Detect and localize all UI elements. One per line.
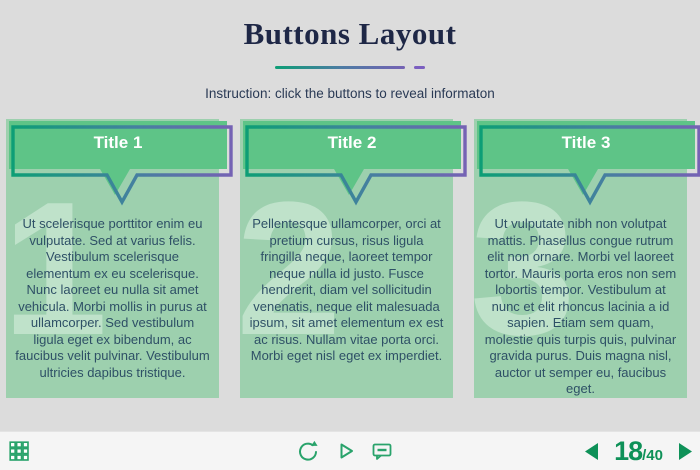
player-controls: [0, 439, 700, 463]
comment-button[interactable]: [370, 439, 394, 463]
page-title: Buttons Layout: [243, 16, 457, 51]
menu-grid-icon: [9, 441, 29, 461]
rule-dash: [414, 66, 425, 69]
play-button[interactable]: [333, 439, 357, 463]
button-label: Title 2: [327, 133, 377, 152]
comment-icon: [372, 443, 392, 460]
speech-bubble-shape: [9, 121, 233, 206]
footer-bar: 18 /40: [0, 431, 700, 470]
next-button[interactable]: [679, 442, 692, 460]
panel-number-watermark: 2: [240, 163, 342, 375]
replay-icon: [299, 440, 318, 461]
panel-body-text: Ut vulputate nibh non volutpat mattis. P…: [484, 216, 677, 396]
prev-icon: [585, 442, 599, 460]
menu-grid-button[interactable]: [8, 440, 30, 462]
page-navigation: 18 /40: [585, 432, 692, 470]
total-pages: /40: [642, 446, 663, 464]
current-page: 18: [614, 435, 643, 466]
panel-number-watermark: 1: [6, 163, 108, 375]
panel-number-watermark: 3: [474, 163, 576, 375]
title-button-2[interactable]: Title 2: [242, 120, 470, 208]
title-button-1[interactable]: Title 1: [8, 120, 236, 208]
play-icon: [340, 443, 353, 459]
prev-button[interactable]: [585, 442, 599, 460]
instruction-text: Instruction: click the buttons to reveal…: [205, 86, 495, 101]
panel-body-text: Pellentesque ullamcorper, orci at pretiu…: [249, 216, 444, 363]
page-counter: 18 /40: [614, 436, 663, 467]
next-icon: [679, 442, 692, 460]
title-underline: [0, 66, 700, 69]
replay-button[interactable]: [296, 439, 320, 463]
speech-bubble-shape: [477, 121, 700, 206]
button-label: Title 1: [93, 133, 143, 152]
gradient-rule: [275, 66, 405, 69]
speech-bubble-shape: [243, 121, 467, 206]
title-button-3[interactable]: Title 3: [476, 120, 700, 208]
panel-body-text: Ut scelerisque porttitor enim eu vulputa…: [15, 216, 210, 380]
button-label: Title 3: [561, 133, 611, 152]
